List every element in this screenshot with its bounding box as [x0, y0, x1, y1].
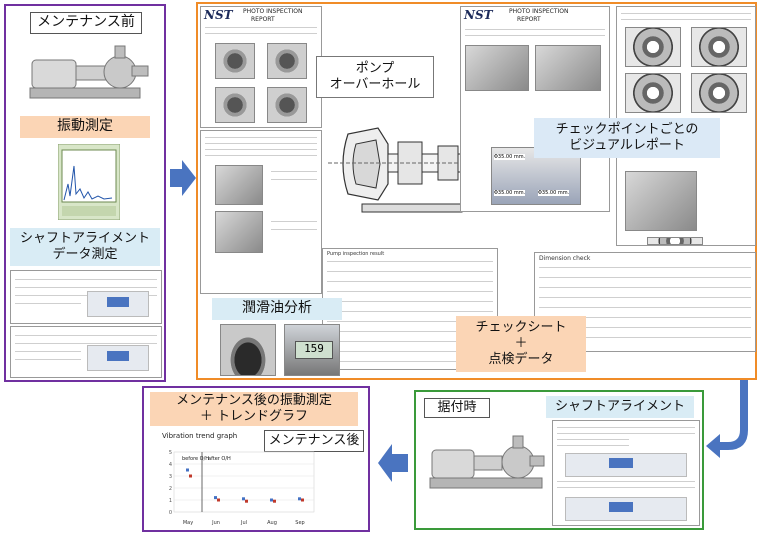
dimension-check-title: Dimension check: [539, 255, 591, 262]
data-point: [301, 498, 304, 502]
after-label-line-1: メンテナンス後の振動測定: [176, 392, 332, 408]
pump-image: [29, 45, 149, 99]
impeller-photo-4: [267, 87, 307, 123]
installed-pump-image: [429, 435, 545, 489]
arrow-down-curve: [706, 380, 748, 458]
photo-report-sheet-2: [200, 130, 322, 294]
impeller-photo-3: [215, 87, 255, 123]
housing-photo: [625, 171, 697, 231]
arrow-left: [378, 444, 408, 482]
installation-panel: 据付時 シャフトアライメント: [414, 390, 704, 530]
installation-alignment-label: シャフトアライメント: [546, 396, 694, 418]
oil-bottle-photo: [220, 324, 276, 376]
pump-overhaul-label: ポンプ オーバーホール: [316, 56, 434, 98]
data-point: [245, 499, 248, 503]
checkpoint-line-2: ビジュアルレポート: [569, 138, 685, 153]
checksheet-title: Pump inspection result: [327, 251, 385, 257]
measure-label-2: Φ35.00 mm.: [494, 190, 526, 196]
y-tick-label: 5: [169, 450, 172, 456]
install-alignment-sheet: [552, 420, 700, 526]
x-tick-label: Jul: [240, 520, 247, 526]
impeller-photo-2: [267, 43, 307, 79]
measure-label-3: Φ35.00 mm.: [538, 190, 570, 196]
data-point: [242, 497, 245, 501]
before-title: メンテナンス前: [30, 12, 142, 34]
overhaul-panel: NST PHOTO INSPECTION REPORT ポンプ オーバーホール …: [196, 2, 757, 380]
installation-title: 据付時: [424, 398, 490, 418]
x-tick-label: May: [183, 520, 193, 526]
plot-area: [173, 451, 315, 513]
checkpoint-visual-report-label: チェックポイントごとの ビジュアルレポート: [534, 118, 720, 158]
after-label-line-2: ＋ トレンドグラフ: [199, 409, 309, 424]
bearing-photo-2: [691, 27, 747, 67]
pump-overhaul-line-1: ポンプ: [355, 60, 395, 76]
oil-meter-photo: 159: [284, 324, 340, 376]
data-point: [298, 497, 301, 501]
checksheet-line-1: チェックシート: [475, 319, 567, 335]
bearing-photo-1: [625, 27, 681, 67]
shaft-alignment-data-label: シャフトアライメント データ測定: [10, 228, 160, 266]
report-title-3: PHOTO INSPECTION: [509, 8, 569, 15]
photo-report-sheet-3: NST PHOTO INSPECTION REPORT Φ35.00 mm. Φ…: [460, 6, 610, 212]
report-logo-1: NST: [204, 8, 233, 22]
arrow-right-1: [170, 160, 196, 196]
data-point: [186, 468, 189, 472]
shaft-photo-2: [535, 45, 601, 91]
data-point: [217, 498, 220, 502]
checksheet-line-3: 点検データ: [488, 352, 554, 368]
impeller-photo-1: [215, 43, 255, 79]
checkpoint-line-1: チェックポイントごとの: [555, 121, 699, 137]
shaft-photo-1: [465, 45, 529, 91]
y-tick-label: 2: [169, 486, 172, 492]
vibration-spectrum-image: [58, 144, 120, 220]
x-tick-label: Sep: [295, 520, 304, 526]
report-title-1: PHOTO INSPECTION: [243, 8, 303, 15]
alignment-sheet-top: [10, 270, 162, 324]
data-point: [270, 498, 273, 502]
after-vibration-trend-label: メンテナンス後の振動測定 ＋ トレンドグラフ: [150, 392, 358, 426]
gauge-photo: [215, 165, 263, 205]
report-logo-3: NST: [464, 8, 493, 22]
checksheet-line-2: ＋: [514, 335, 528, 351]
data-point: [273, 499, 276, 503]
data-point: [189, 474, 192, 478]
x-tick-label: Jun: [211, 520, 220, 526]
bearing-photo-4: [691, 73, 747, 113]
y-tick-label: 4: [169, 462, 172, 468]
measure-label-1: Φ35.00 mm.: [494, 154, 526, 160]
caliper-photo: [215, 211, 263, 253]
trend-graph-title: Vibration trend graph: [162, 432, 238, 440]
alignment-sheet-bottom: [10, 326, 162, 378]
photo-report-sheet-1: NST PHOTO INSPECTION REPORT: [200, 6, 322, 128]
before-maintenance-panel: メンテナンス前 振動測定 シャフトアライメント データ測定: [4, 4, 166, 382]
shaft-alignment-line-1: シャフトアライメント: [19, 230, 150, 246]
y-tick-label: 0: [169, 510, 172, 516]
report-subtitle-3: REPORT: [517, 16, 541, 23]
y-tick-label: 3: [169, 474, 172, 480]
after-maintenance-label: メンテナンス後: [264, 430, 364, 452]
before-oh-annotation: before O/H: [182, 456, 209, 462]
pump-overhaul-line-2: オーバーホール: [329, 77, 421, 92]
vibration-measure-label: 振動測定: [20, 116, 150, 138]
lubricating-oil-analysis-label: 潤滑油分析: [212, 298, 342, 320]
data-point: [214, 496, 217, 500]
check-sheet-data-label: チェックシート ＋ 点検データ: [456, 316, 586, 372]
bearing-photo-3: [625, 73, 681, 113]
oil-meter-reading: 159: [295, 341, 333, 359]
report-subtitle-1: REPORT: [251, 16, 275, 23]
y-tick-label: 1: [169, 498, 172, 504]
after-oh-annotation: after O/H: [208, 456, 231, 462]
after-maintenance-panel: メンテナンス後の振動測定 ＋ トレンドグラフ メンテナンス後 Vibration…: [142, 386, 370, 532]
bearing-caliper-photo: [647, 237, 703, 245]
shaft-alignment-line-2: データ測定: [52, 247, 118, 262]
x-tick-label: Aug: [267, 520, 277, 526]
